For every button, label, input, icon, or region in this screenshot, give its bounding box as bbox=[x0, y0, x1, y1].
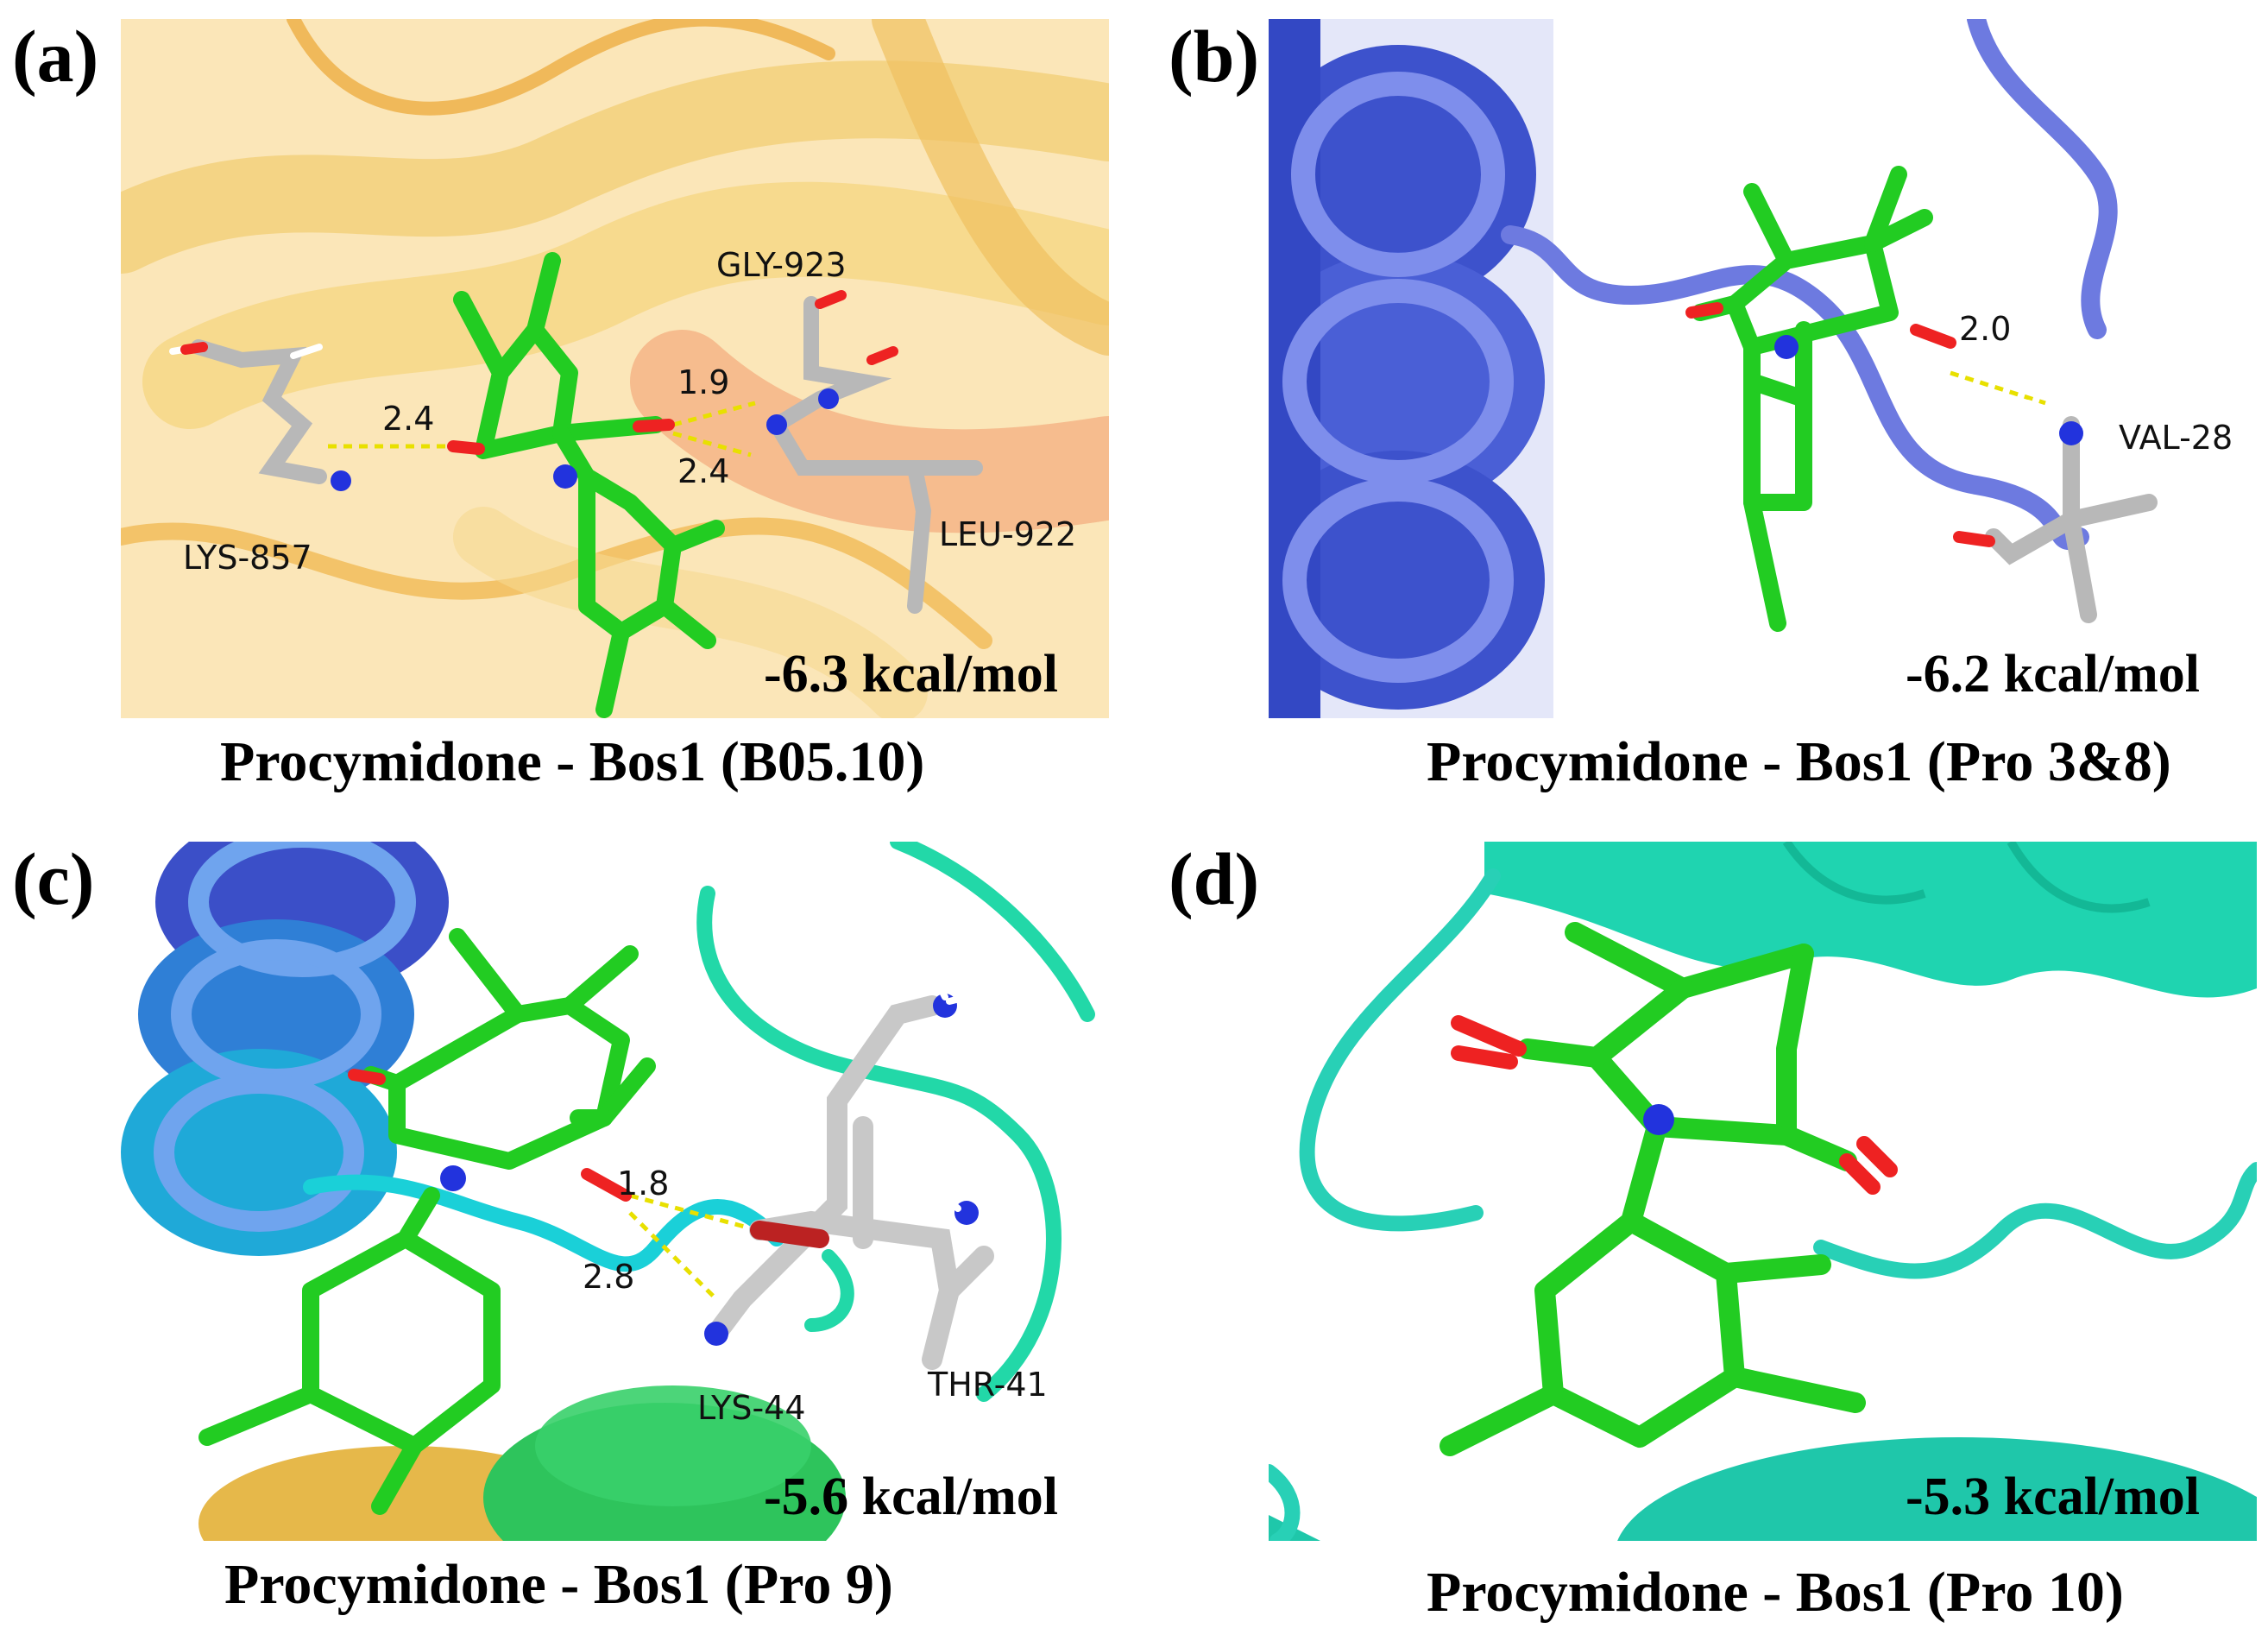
panel-c-caption: Procymidone - Bos1 (Pro 9) bbox=[224, 1553, 893, 1616]
panel-d-molecule-render bbox=[1269, 842, 2257, 1541]
panel-c-letter: (c) bbox=[12, 837, 95, 920]
panel-c-binding-energy: -5.6 kcal/mol bbox=[764, 1467, 1058, 1526]
panel-a-caption: Procymidone - Bos1 (B05.10) bbox=[220, 730, 925, 793]
panel-a-image bbox=[121, 19, 1109, 718]
panel-b-residue-val: VAL-28 bbox=[2119, 419, 2233, 457]
panel-d-caption: Procymidone - Bos1 (Pro 10) bbox=[1427, 1561, 2124, 1624]
panel-c-image bbox=[121, 842, 1109, 1541]
panel-b-letter: (b) bbox=[1169, 15, 1260, 98]
panel-a-binding-energy: -6.3 kcal/mol bbox=[764, 645, 1058, 704]
panel-c-molecule-render bbox=[121, 842, 1109, 1541]
panel-b-caption: Procymidone - Bos1 (Pro 3&8) bbox=[1427, 730, 2171, 793]
panel-a-letter: (a) bbox=[12, 15, 99, 98]
panel-a-residue-leu: LEU-922 bbox=[939, 515, 1077, 553]
panel-d-binding-energy: -5.3 kcal/mol bbox=[1906, 1467, 2200, 1526]
panel-c-distance-2: 2.8 bbox=[583, 1258, 635, 1296]
panel-d-letter: (d) bbox=[1169, 837, 1260, 920]
panel-c-residue-lys: LYS-44 bbox=[697, 1389, 806, 1427]
panel-b-distance-1: 2.0 bbox=[1959, 310, 2012, 348]
panel-c-residue-thr: THR-41 bbox=[928, 1366, 1048, 1404]
panel-b-binding-energy: -6.2 kcal/mol bbox=[1906, 645, 2200, 704]
panel-a-distance-1: 1.9 bbox=[677, 363, 730, 401]
panel-a-molecule-render bbox=[121, 19, 1109, 718]
panel-d-image bbox=[1269, 842, 2257, 1541]
panel-a-residue-lys: LYS-857 bbox=[183, 539, 312, 577]
panel-b-image bbox=[1269, 19, 2257, 718]
panel-c-distance-1: 1.8 bbox=[617, 1164, 670, 1202]
panel-b-molecule-render bbox=[1269, 19, 2257, 718]
panel-a-residue-gly: GLY-923 bbox=[716, 246, 847, 284]
panel-a-distance-2: 2.4 bbox=[382, 400, 435, 438]
panel-a-distance-3: 2.4 bbox=[677, 452, 730, 490]
